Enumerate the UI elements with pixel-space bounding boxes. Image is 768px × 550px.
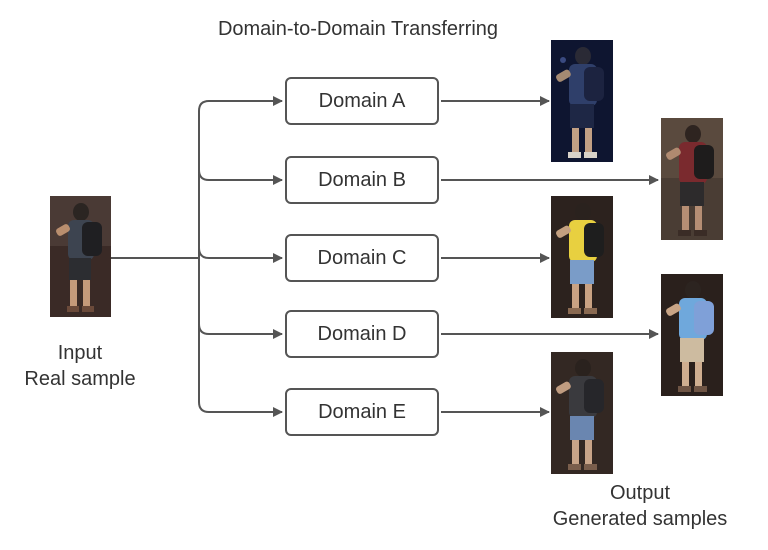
domain-b-label: Domain B [318, 168, 406, 191]
input-caption: Input Real sample [10, 340, 150, 392]
output-image-domain-b [661, 118, 723, 240]
domain-e-label: Domain E [318, 400, 406, 423]
output-image-domain-d [661, 274, 723, 396]
output-caption: Output Generated samples [535, 480, 745, 532]
bus-line [198, 100, 210, 413]
domain-b-box: Domain B [285, 156, 439, 204]
domain-c-label: Domain C [317, 246, 407, 269]
domain-d-label: Domain D [317, 322, 407, 345]
input-caption-line1: Input [57, 342, 103, 364]
input-person-image [50, 196, 111, 317]
domain-c-box: Domain C [285, 234, 439, 282]
input-caption-line2: Real sample [24, 368, 136, 390]
output-image-domain-a [551, 40, 613, 162]
output-image-domain-e [551, 352, 613, 474]
domain-a-box: Domain A [285, 77, 439, 125]
output-image-domain-c [551, 196, 613, 318]
domain-e-box: Domain E [285, 388, 439, 436]
domain-a-label: Domain A [318, 89, 406, 112]
output-caption-line1: Output [609, 482, 671, 504]
diagram-title: Domain-to-Domain Transferring [217, 18, 499, 40]
output-caption-line2: Generated samples [552, 508, 728, 530]
domain-d-box: Domain D [285, 310, 439, 358]
